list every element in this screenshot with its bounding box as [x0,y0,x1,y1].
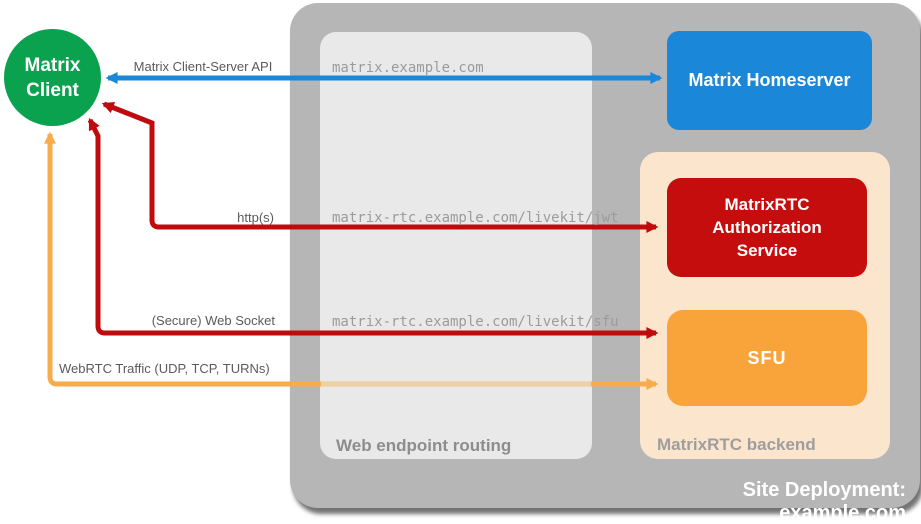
matrix-client-label: Matrix Client [24,54,81,101]
sfu-node: SFU [667,310,867,406]
web-endpoint-routing-box [320,32,592,459]
auth-service-label: MatrixRTC Authorization Service [712,195,822,260]
auth-service-node: MatrixRTC Authorization Service [667,178,867,277]
matrix-homeserver-node: Matrix Homeserver [667,31,872,130]
endpoint-url-homeserver: matrix.example.com [332,60,484,76]
webrtc-traffic-label: WebRTC Traffic (UDP, TCP, TURNs) [59,361,270,376]
websocket-label: (Secure) Web Socket [151,313,275,328]
matrix-homeserver-label: Matrix Homeserver [688,70,851,90]
site-deployment-title: Site Deployment: example.com [742,479,906,524]
endpoint-url-sfu: matrix-rtc.example.com/livekit/sfu [332,314,619,330]
endpoint-url-jwt: matrix-rtc.example.com/livekit/jwt [332,210,619,226]
client-server-api-label: Matrix Client-Server API [133,59,273,74]
matrixrtc-backend-label: MatrixRTC backend [657,435,816,454]
matrix-client-node: Matrix Client [4,29,101,126]
https-label: http(s) [237,210,274,225]
web-endpoint-routing-label: Web endpoint routing [336,436,512,455]
sfu-label: SFU [747,347,787,368]
